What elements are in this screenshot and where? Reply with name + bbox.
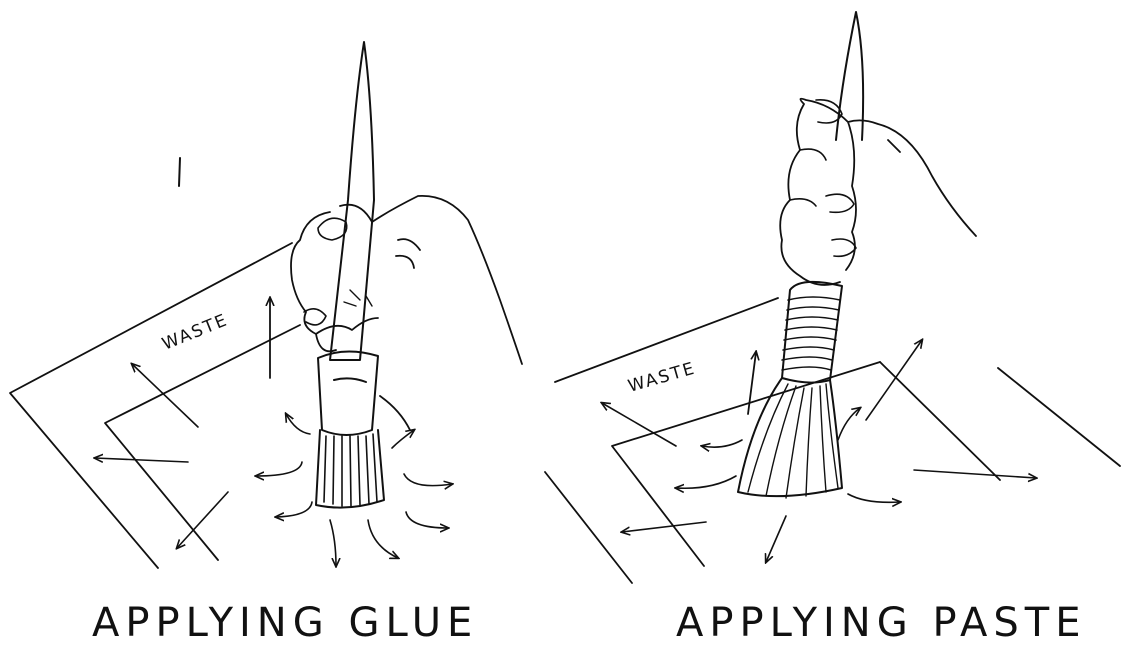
- brush-ferrule: [318, 351, 378, 435]
- arrow: [368, 520, 398, 558]
- paper-sheet-right-edge: [880, 362, 1000, 480]
- paste-hand: [780, 99, 976, 285]
- arrow: [914, 470, 1036, 478]
- arrow: [392, 430, 414, 448]
- arrow: [702, 440, 742, 447]
- arrow: [838, 408, 860, 440]
- arrow: [866, 340, 922, 420]
- sheet-edge: [998, 368, 1120, 466]
- waste-label-left: WASTE: [159, 310, 231, 355]
- arrow: [95, 458, 188, 462]
- arrow: [602, 403, 676, 446]
- arrow: [286, 414, 310, 434]
- arrow: [330, 520, 336, 566]
- arrow: [276, 502, 312, 517]
- waste-label-right: WASTE: [626, 358, 698, 396]
- waste-sheet-outline: [10, 243, 292, 568]
- brush-handle: [330, 42, 374, 360]
- stray-mark: [179, 158, 180, 186]
- arrow: [132, 364, 198, 427]
- caption-applying-paste: APPLYING PASTE: [676, 600, 1086, 646]
- arrow: [766, 516, 786, 562]
- waste-sheet-edge: [545, 472, 632, 583]
- arrow: [256, 462, 302, 476]
- arrow: [848, 494, 900, 502]
- glue-brush: [291, 42, 522, 508]
- arrow: [748, 352, 756, 414]
- glue-hand: [291, 196, 522, 430]
- arrow: [406, 512, 448, 528]
- arrow: [676, 476, 736, 488]
- glue-panel: WASTE: [10, 42, 522, 568]
- caption-applying-glue: APPLYING GLUE: [92, 600, 478, 646]
- arrow: [404, 474, 452, 486]
- arrow: [622, 522, 706, 532]
- paste-brush: [738, 12, 976, 498]
- paste-panel: WASTE: [545, 12, 1120, 583]
